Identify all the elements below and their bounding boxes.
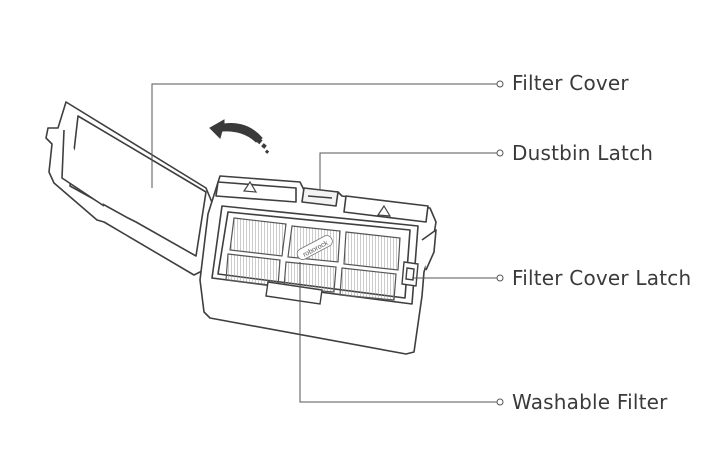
leader-lines <box>151 80 504 406</box>
leader-filter-cover <box>151 83 498 188</box>
label-filter-cover-latch: Filter Cover Latch <box>512 266 692 290</box>
leader-dot-filter-cover-latch <box>496 274 504 282</box>
filter-cover-latch-part <box>401 261 419 287</box>
leader-dustbin-latch <box>319 152 498 190</box>
label-dustbin-latch: Dustbin Latch <box>512 141 654 165</box>
open-arrow-icon <box>209 119 270 154</box>
leader-dot-filter-cover <box>496 80 504 88</box>
leader-dot-washable-filter <box>496 398 504 406</box>
triangle-mark-icon <box>242 180 392 217</box>
leader-washable-filter <box>299 262 498 403</box>
filter-cover-panel <box>45 101 217 276</box>
label-washable-filter: Washable Filter <box>512 390 668 414</box>
label-filter-cover: Filter Cover <box>512 71 629 95</box>
leader-dot-dustbin-latch <box>496 149 504 157</box>
filter-pull-tab <box>265 281 323 305</box>
